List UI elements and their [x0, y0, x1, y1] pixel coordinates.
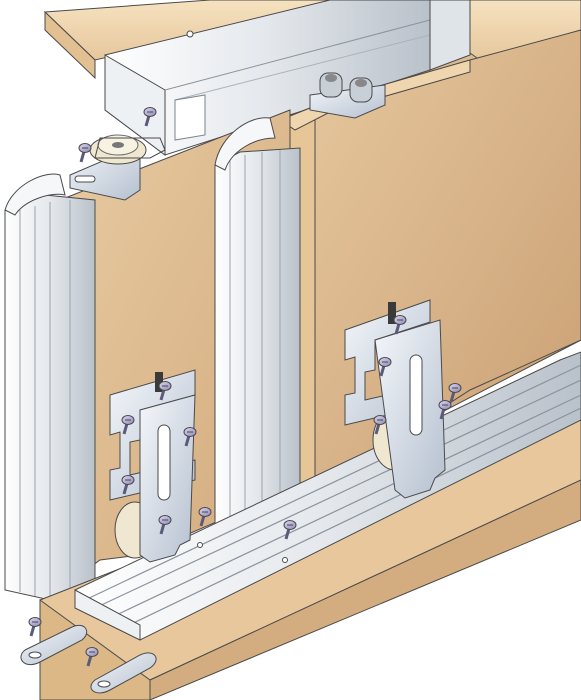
screw-group [28, 107, 462, 667]
bottom-track [74, 351, 581, 641]
door-edge-profile-left [4, 173, 96, 601]
wood-screw [393, 315, 407, 335]
floor-clip-2 [90, 652, 157, 694]
bottom-roller-carriage-left [109, 369, 196, 563]
upper-guide-track [104, 0, 471, 156]
wood-screw [28, 617, 42, 637]
wood-screw [158, 515, 172, 535]
wood-screw [78, 143, 92, 163]
wood-screw [373, 415, 387, 435]
wood-screw [283, 520, 297, 540]
wood-screw [85, 647, 99, 667]
wood-screw [448, 383, 462, 403]
wood-screw [121, 475, 135, 495]
wood-screw [198, 507, 212, 527]
wood-screw [158, 381, 172, 401]
top-guide-roller-left [69, 134, 166, 201]
wood-screw [438, 400, 452, 420]
wood-screw [183, 427, 197, 447]
top-guide-roller-right [309, 72, 386, 119]
wood-screw [143, 107, 157, 127]
wood-screw [378, 357, 392, 377]
wood-screw [121, 415, 135, 435]
floor-clip-1 [20, 624, 88, 666]
bottom-roller-carriage-right [344, 299, 446, 499]
door-edge-profile-middle [214, 117, 301, 541]
